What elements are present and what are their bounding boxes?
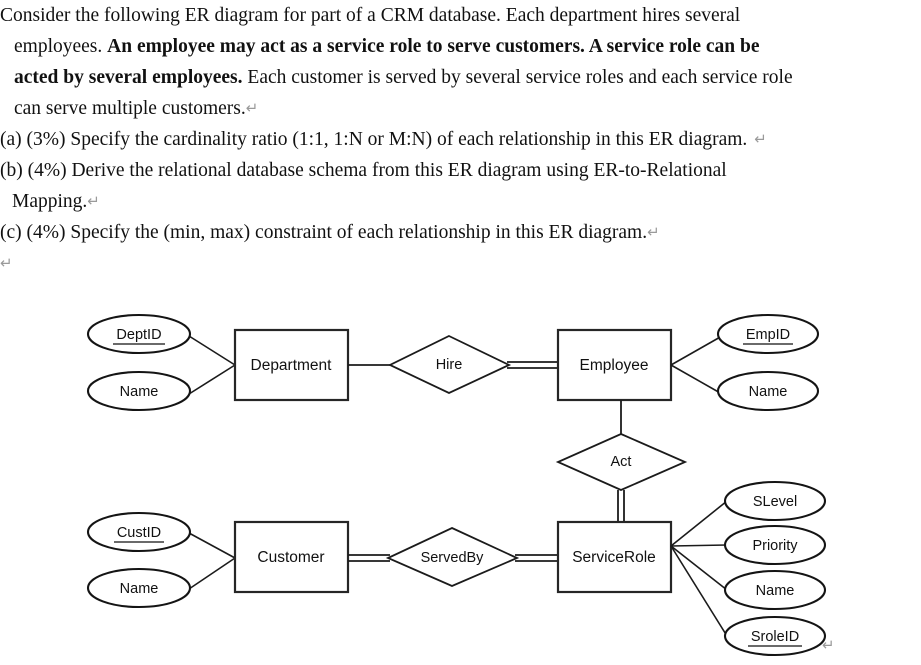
question-text-block: Consider the following ER diagram for pa… [0,0,921,279]
intro-line-1: Consider the following ER diagram for pa… [0,0,921,31]
attribute-label: Name [756,583,795,599]
attribute-label: CustID [117,525,161,541]
entity-label: ServiceRole [572,549,656,566]
sub-question-b-line-2: Mapping.↵ [0,186,921,217]
entity-label: Customer [257,549,324,566]
relationship-servedby: ServedBy [385,527,520,587]
pilcrow-icon: ↵ [245,99,259,117]
attribute-cust-custid: CustID [86,511,192,553]
pilcrow-icon: ↵ [754,130,767,148]
er-diagram: DeptID Name Department Hire Employee [0,296,921,665]
entity-rect [233,520,350,594]
attribute-ellipse [716,370,820,412]
connection-servedby-servicerole [515,554,558,562]
connector-cust-name [188,557,236,590]
relationship-diamond [555,433,688,491]
entity-label: Employee [580,357,649,374]
connector-srole-sroleid [670,545,728,637]
sub-question-b-text-1: (b) (4%) Derive the relational database … [0,160,727,181]
connector-cust-custid [188,532,236,559]
attribute-ellipse [723,569,827,611]
attribute-label: Priority [752,538,798,554]
intro-paragraph: Consider the following ER diagram for pa… [0,0,921,124]
connection-hire-employee [507,361,558,369]
attribute-label: SLevel [753,494,797,510]
pilcrow-icon: ↵ [647,223,660,241]
attribute-ellipse [86,511,192,553]
entity-rect [233,328,350,402]
intro-line-4-text: can serve multiple customers. [14,98,246,119]
intro-line-2-text-normal: employees. [14,36,108,57]
entity-customer: Customer [233,520,350,594]
intro-line-4: can serve multiple customers.↵ [0,93,921,124]
relationship-hire: Hire [387,334,512,394]
sub-question-c-text: (c) (4%) Specify the (min, max) constrai… [0,222,648,243]
attribute-label: DeptID [116,327,161,343]
connector-emp-empid [670,335,723,366]
attribute-label: Name [749,384,788,400]
sub-question-c: (c) (4%) Specify the (min, max) constrai… [0,217,921,248]
attribute-ellipse [86,567,192,609]
connector-srole-slevel [670,500,728,547]
relationship-diamond [387,334,512,394]
connector-srole-name [670,545,728,591]
empty-line: ↵ [0,248,921,279]
connector-dept-name [188,364,236,395]
attribute-emp-empid: EmpID [716,313,820,355]
sub-question-a-line: (a) (3%) Specify the cardinality ratio (… [0,124,921,155]
attribute-srole-priority: Priority [723,524,827,566]
attribute-ellipse [723,524,827,566]
attribute-label: EmpID [746,327,790,343]
attribute-srole-slevel: SLevel [723,480,827,522]
sub-question-b-text-2: Mapping. [12,191,88,212]
relationship-label: ServedBy [421,550,485,566]
empty-paragraph: ↵ [0,248,921,279]
attribute-dept-deptid: DeptID [86,313,192,355]
pilcrow-icon: ↵ [0,254,13,272]
connection-customer-servedby [348,554,390,562]
attribute-ellipse [86,370,192,412]
attribute-dept-name: Name [86,370,192,412]
relationship-act: Act [555,433,688,491]
connector-srole-priority [670,544,728,547]
pilcrow-icon: ↵ [822,636,835,654]
pilcrow-icon: ↵ [87,192,100,210]
sub-question-c-line: (c) (4%) Specify the (min, max) constrai… [0,217,921,248]
relationship-label: Act [611,454,632,470]
entity-employee: Employee [556,328,673,402]
sub-question-a-text: (a) (3%) Specify the cardinality ratio (… [0,129,748,150]
entity-label: Department [251,357,333,374]
attribute-label: Name [120,384,159,400]
sub-question-a: (a) (3%) Specify the cardinality ratio (… [0,124,921,155]
intro-line-2-text-bold: An employee may act as a service role to… [107,36,760,57]
attribute-srole-sroleid: SroleID [723,615,827,657]
intro-line-3-text-bold: acted by several employees. [14,67,243,88]
connector-emp-name [670,364,723,395]
attribute-label: SroleID [751,629,799,645]
entity-servicerole: ServiceRole [556,520,673,594]
sub-question-b: (b) (4%) Derive the relational database … [0,155,921,217]
entity-rect [556,520,673,594]
relationship-diamond [385,527,520,587]
attribute-cust-name: Name [86,567,192,609]
attribute-label: Name [120,581,159,597]
sub-question-b-line-1: (b) (4%) Derive the relational database … [0,155,921,186]
intro-line-1-text: Consider the following ER diagram for pa… [0,5,741,26]
intro-line-3-text-normal: Each customer is served by several servi… [242,67,793,88]
connection-act-servicerole [617,490,625,522]
connector-dept-deptid [188,335,236,366]
attribute-srole-name: Name [723,569,827,611]
attribute-ellipse [723,480,827,522]
relationship-label: Hire [436,357,463,373]
entity-department: Department [233,328,350,402]
entity-rect [556,328,673,402]
intro-line-2: employees. An employee may act as a serv… [0,31,921,62]
attribute-emp-name: Name [716,370,820,412]
intro-line-3: acted by several employees. Each custome… [0,62,921,93]
